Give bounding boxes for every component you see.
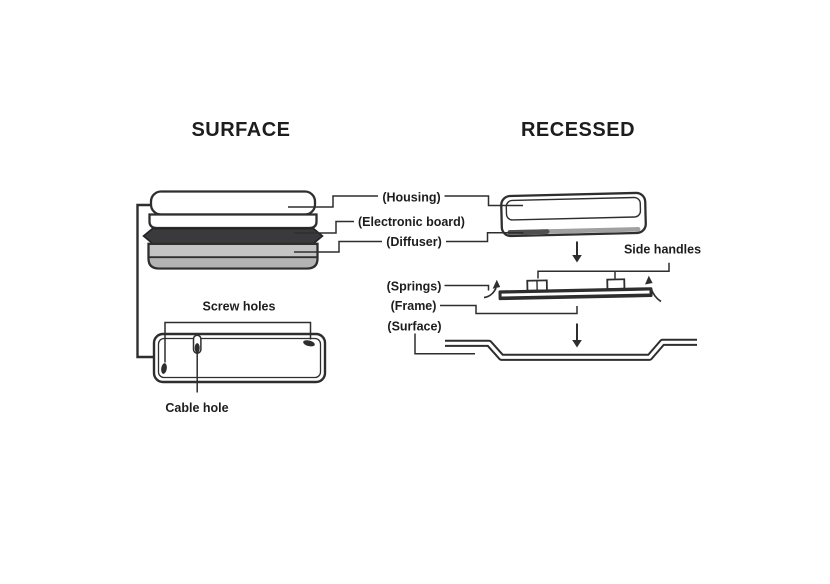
screw-hole-left — [161, 363, 167, 374]
label-side-handles: Side handles — [624, 243, 701, 257]
ceiling-surface-profile — [445, 338, 697, 361]
side-handles-bracket — [537, 262, 670, 279]
diffuser-lip-shade — [150, 257, 316, 268]
connector-electronic-board — [294, 220, 354, 234]
arrow-panel-to-frame-icon — [572, 241, 582, 263]
label-screw-holes: Screw holes — [203, 300, 276, 314]
back-plate-outer — [152, 332, 327, 384]
connector-surface — [414, 333, 475, 355]
surface-exploded-panel — [142, 190, 324, 270]
back-plate-inner-line — [157, 337, 322, 379]
connector-housing-left — [288, 195, 378, 208]
screw-hole-right — [303, 340, 315, 347]
recessed-panel-body — [500, 191, 647, 238]
connector-frame — [440, 304, 578, 315]
label-frame: (Frame) — [391, 299, 437, 313]
housing-top-shape — [149, 190, 317, 216]
connector-springs — [444, 284, 490, 291]
spring-right-icon — [645, 275, 662, 303]
recessed-assembled-panel — [500, 191, 647, 238]
connector-housing-right — [444, 195, 523, 207]
label-electronic-board: (Electronic board) — [358, 215, 465, 229]
screw-holes-bracket — [164, 321, 312, 363]
arrow-frame-to-surface-icon — [572, 323, 582, 348]
electronic-board-shape — [142, 227, 324, 245]
section-title-surface: SURFACE — [191, 119, 290, 141]
label-housing: (Housing) — [382, 191, 440, 205]
cable-hole-opening — [194, 343, 200, 353]
label-diffuser: (Diffuser) — [386, 235, 442, 249]
connector-diffuser-right — [446, 232, 524, 243]
frame-assembly — [498, 278, 653, 301]
recessed-panel-top-face-line — [505, 196, 642, 221]
connector-diffuser-left — [294, 240, 382, 253]
back-plate — [152, 332, 327, 384]
label-surface: (Surface) — [387, 320, 441, 334]
label-springs: (Springs) — [387, 280, 442, 294]
section-title-recessed: RECESSED — [521, 119, 635, 141]
spring-left-icon — [483, 279, 501, 299]
housing-lip-shape — [148, 213, 318, 230]
surface-group-bracket — [136, 203, 156, 359]
frame-handle-right — [606, 278, 626, 291]
label-cable-hole: Cable hole — [165, 401, 228, 415]
frame-bar-gap — [501, 290, 650, 297]
